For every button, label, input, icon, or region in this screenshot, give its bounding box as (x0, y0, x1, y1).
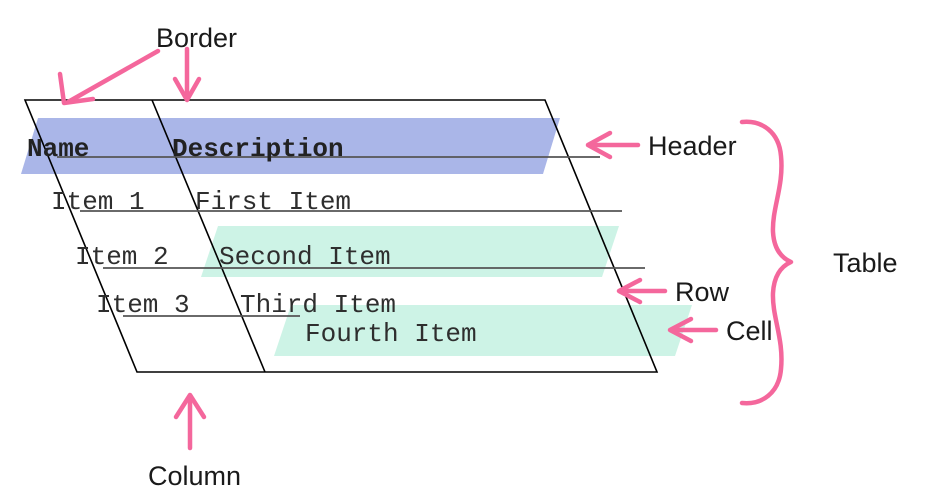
label-row: Row (675, 277, 730, 307)
column-arrow (173, 392, 207, 451)
cell-row3-description: Fourth Item (305, 319, 477, 349)
label-table: Table (833, 248, 898, 278)
cell-highlight-band (274, 305, 692, 356)
table-brace (739, 119, 794, 406)
cell-row2-name: Item 3 (96, 290, 190, 320)
header-cell-name: Name (27, 134, 89, 164)
cell-row0-description: First Item (195, 187, 351, 217)
cell-row1-description: Second Item (219, 242, 391, 272)
border-arrow-diagonal (57, 48, 161, 106)
label-header: Header (648, 131, 737, 161)
label-cell: Cell (726, 316, 773, 346)
header-arrow (585, 130, 641, 160)
column-divider-border (151, 99, 266, 373)
cell-row1-name: Item 2 (75, 242, 169, 272)
header-highlight-band (21, 118, 560, 174)
label-column: Column (148, 461, 241, 491)
table-border-outline (23, 99, 659, 373)
label-border: Border (156, 23, 237, 53)
border-arrow-vertical (172, 46, 202, 103)
cell-row2-description: Third Item (240, 290, 396, 320)
header-cell-description: Description (172, 134, 344, 164)
cell-row0-name: Item 1 (51, 187, 145, 217)
cell-arrow (667, 316, 719, 344)
row-arrow (616, 277, 668, 305)
row-highlight-band (201, 226, 619, 277)
